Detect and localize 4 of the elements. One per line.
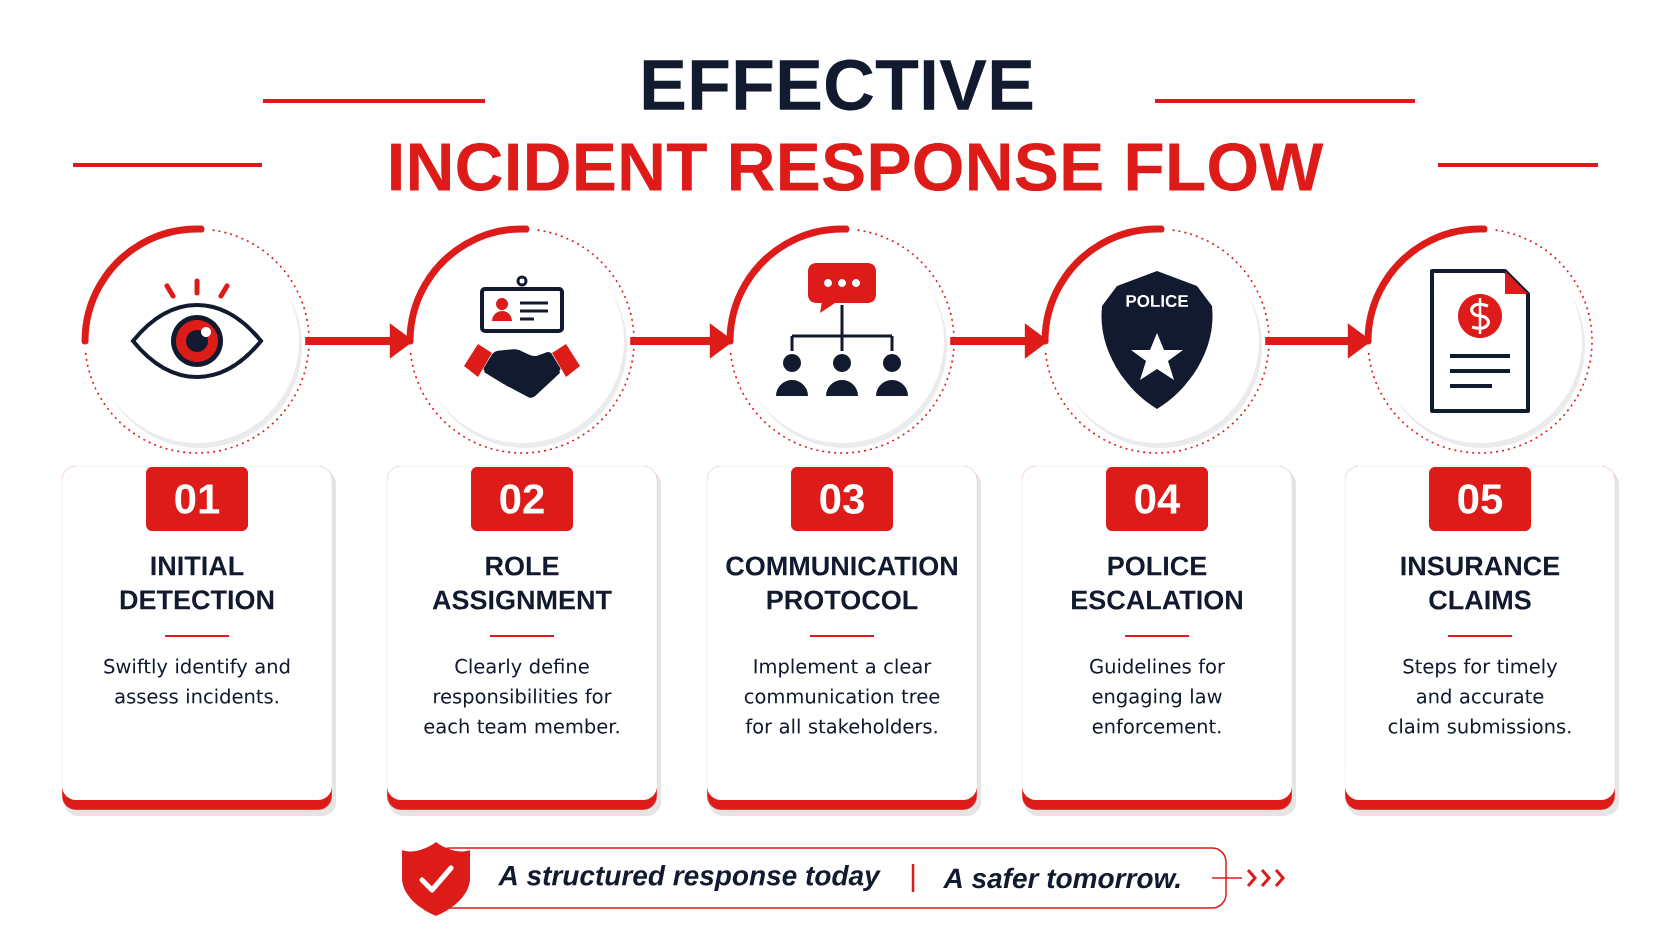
title: EFFECTIVE bbox=[643, 59, 1033, 111]
subtitle: INCIDENT RESPONSE FLOW bbox=[391, 142, 1324, 192]
tagline-text: A structured response today bbox=[497, 864, 881, 892]
tagline-text: A safer tomorrow. bbox=[942, 867, 1180, 889]
